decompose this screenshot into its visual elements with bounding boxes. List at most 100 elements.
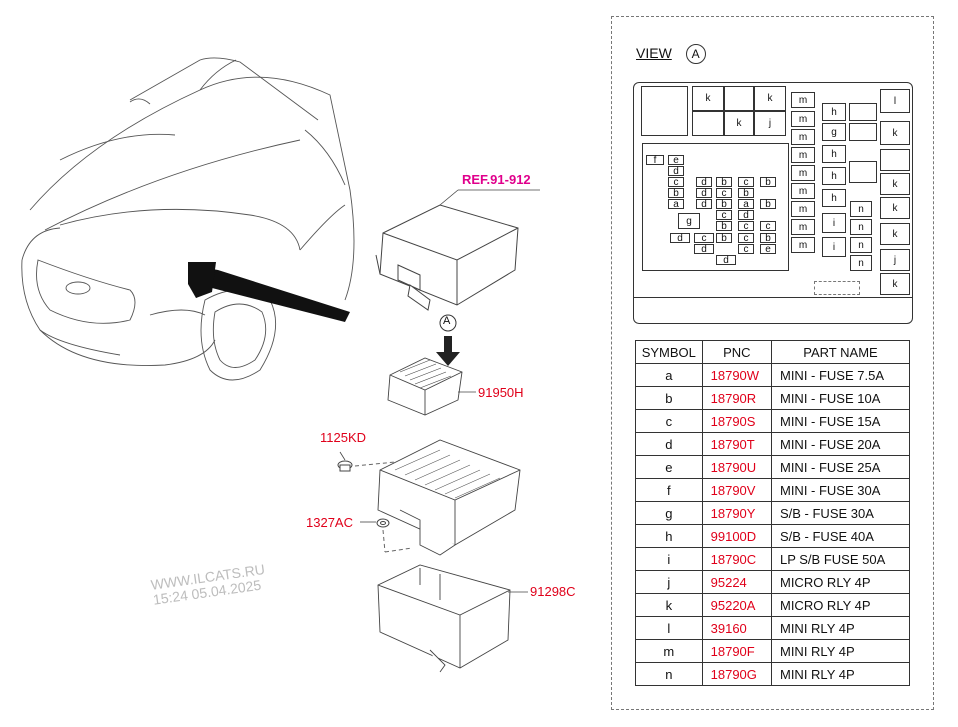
cell-label: c	[743, 232, 749, 244]
pnc-cell[interactable]: 39160	[701, 616, 772, 640]
callout-lower-cover[interactable]: 91298C	[530, 584, 576, 599]
pnc-cell[interactable]: 18790S	[701, 409, 772, 433]
pnc-cell[interactable]: 18790F	[701, 639, 772, 663]
symbol-cell: a	[635, 363, 703, 387]
part-name-cell: MINI - FUSE 30A	[770, 478, 911, 502]
cell-label: n	[858, 239, 864, 251]
cell-label: j	[768, 118, 772, 129]
cell-label: m	[798, 203, 808, 215]
cell-label: d	[701, 198, 707, 210]
cell-label: b	[743, 187, 749, 199]
lower-cover	[377, 564, 511, 673]
cell-label: b	[721, 232, 727, 244]
cell-label: d	[743, 209, 749, 221]
ref-label[interactable]: REF.91-912	[462, 172, 531, 187]
pnc-cell[interactable]: 18790C	[701, 547, 772, 571]
pnc-cell[interactable]: 18790U	[701, 455, 772, 479]
cell-label: k	[892, 127, 898, 139]
cell-label: b	[721, 198, 727, 210]
view-title-text: VIEW	[636, 45, 672, 61]
symbol-cell: c	[635, 409, 703, 433]
cell-label: c	[743, 220, 749, 232]
down-arrow-icon	[436, 336, 460, 366]
cell-label: k	[892, 202, 898, 214]
callout-nut[interactable]: 1327AC	[306, 515, 353, 530]
relay-k-2: k	[754, 86, 786, 111]
symbol-cell: j	[635, 570, 703, 594]
m-cell: m	[791, 219, 815, 235]
part-name-cell: MINI - FUSE 10A	[770, 386, 911, 410]
m-cell: m	[791, 165, 815, 181]
part-name-cell: MINI - FUSE 7.5A	[770, 363, 911, 387]
cell-label: b	[721, 220, 727, 232]
cell-label: k	[892, 228, 898, 240]
pnc-cell[interactable]: 18790R	[701, 386, 772, 410]
cell-label: k	[705, 93, 711, 104]
pnc-cell[interactable]: 18790G	[701, 662, 772, 686]
pnc-cell[interactable]: 95220A	[701, 593, 772, 617]
cell-label: h	[831, 192, 837, 204]
cell-label: i	[832, 217, 836, 229]
cell-label: k	[767, 93, 773, 104]
pnc-cell[interactable]: 18790V	[701, 478, 772, 502]
symbol-cell: b	[635, 386, 703, 410]
m-cell: m	[791, 183, 815, 199]
symbol-cell: k	[635, 593, 703, 617]
cell-label: c	[721, 209, 727, 221]
cell-label: f	[653, 154, 657, 166]
part-name-cell: MINI - FUSE 25A	[770, 455, 911, 479]
view-marker: A	[685, 44, 706, 64]
m-cell: m	[791, 147, 815, 163]
cell-label: b	[765, 176, 771, 188]
view-title: VIEW A	[636, 44, 706, 64]
cell-label: n	[858, 257, 864, 269]
m-cell: m	[791, 129, 815, 145]
cell-label: c	[701, 232, 707, 244]
cell-label: a	[743, 198, 749, 210]
relay-k-3: k	[724, 111, 754, 136]
cell-label: b	[765, 198, 771, 210]
pnc-cell[interactable]: 99100D	[701, 524, 772, 548]
exploded-diagram	[21, 57, 540, 673]
cell-label: c	[743, 243, 749, 255]
part-name-cell: LP S/B FUSE 50A	[770, 547, 911, 571]
m-cell: m	[791, 111, 815, 127]
callout-bolt[interactable]: 1125KD	[320, 430, 367, 445]
relay-box	[387, 357, 463, 416]
pnc-cell[interactable]: 18790Y	[701, 501, 772, 525]
cell-label: m	[798, 94, 808, 106]
cell-label: m	[798, 221, 808, 233]
cell-label: d	[723, 254, 729, 266]
cell-label: m	[798, 167, 808, 179]
pnc-cell[interactable]: 95224	[701, 570, 772, 594]
cell-label: n	[858, 203, 864, 215]
m-cell: m	[791, 237, 815, 253]
part-name-cell: MINI RLY 4P	[770, 639, 911, 663]
col-part-name: PART NAME	[770, 340, 911, 364]
pnc-cell[interactable]: 18790W	[701, 363, 772, 387]
cell-label: c	[673, 176, 679, 188]
callout-relay-box[interactable]: 91950H	[478, 385, 524, 400]
symbol-cell: l	[635, 616, 703, 640]
pnc-cell[interactable]: 18790T	[701, 432, 772, 456]
cell-label: m	[798, 239, 808, 251]
cell-label: g	[831, 126, 837, 138]
symbol-cell: e	[635, 455, 703, 479]
cell-label: d	[673, 165, 679, 177]
cell-label: d	[677, 232, 683, 244]
